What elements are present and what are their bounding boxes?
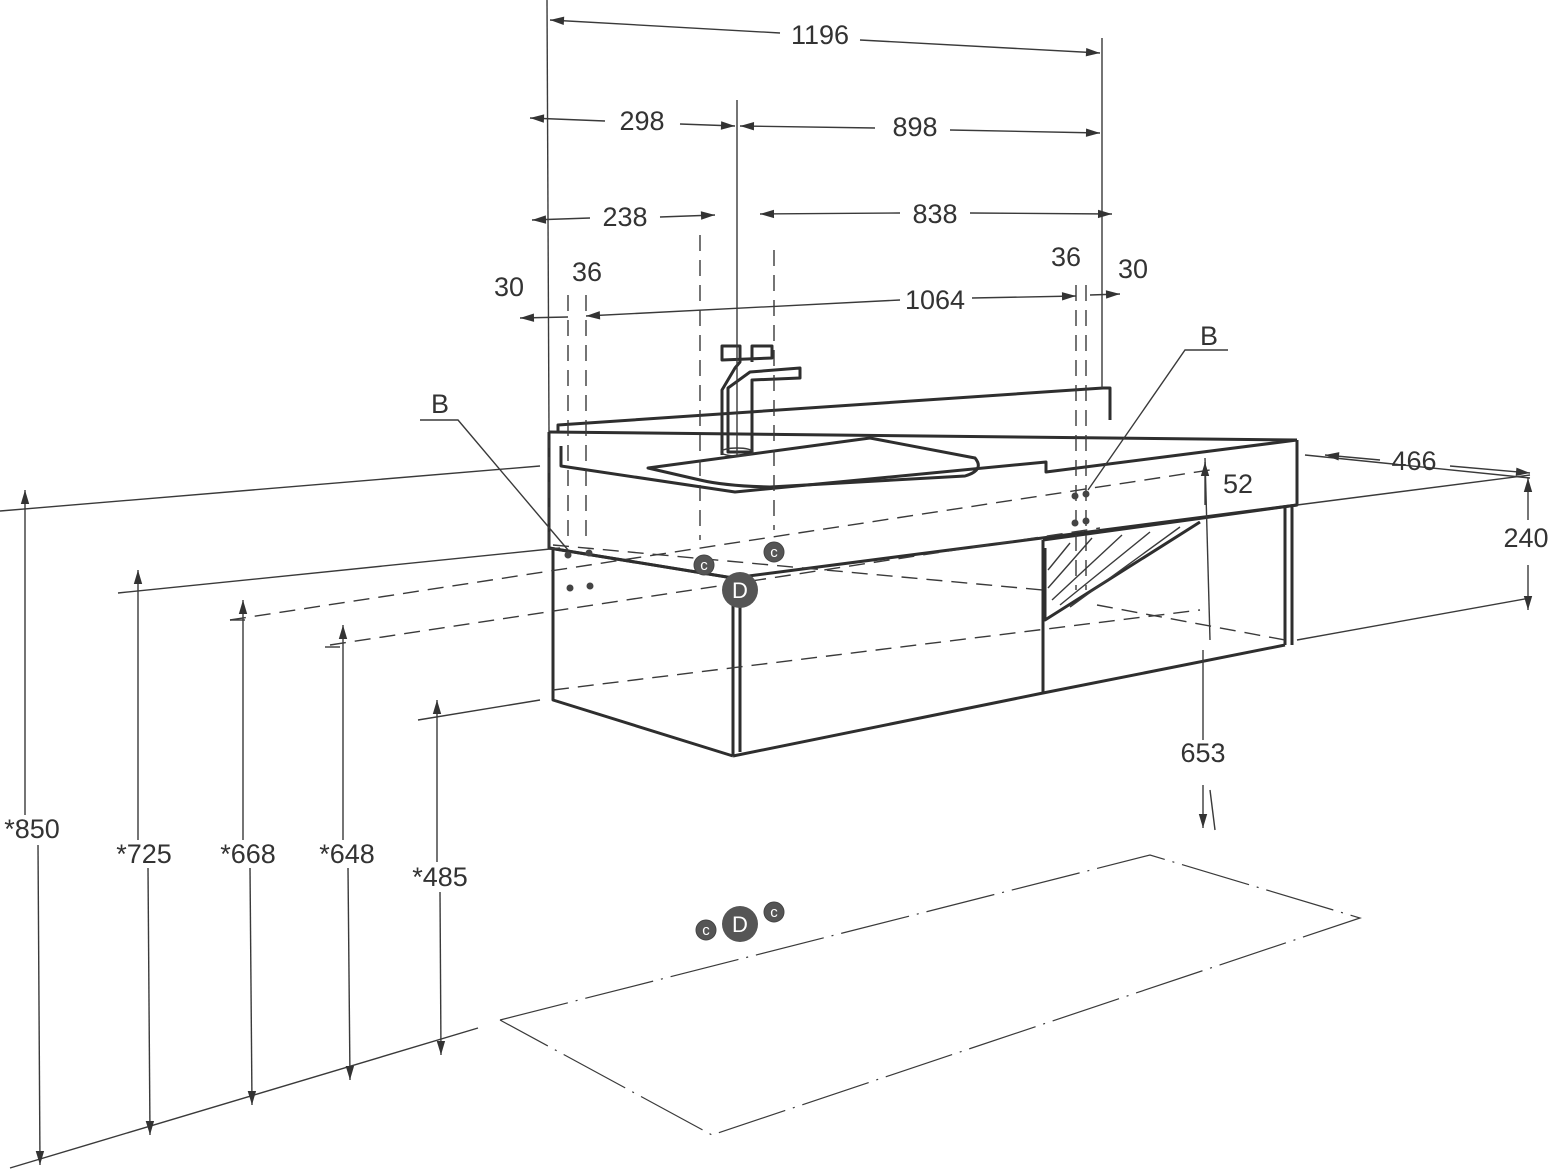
dimension-labels: 1196 298 898 238 838 30 36 1064 36 30 46… <box>4 20 1548 892</box>
vanity-cabinet <box>547 386 1299 758</box>
svg-text:c: c <box>770 544 778 561</box>
svg-text:D: D <box>732 578 748 603</box>
svg-text:c: c <box>702 922 710 939</box>
hole-dot <box>585 549 593 557</box>
dim-right-30: 30 <box>1118 254 1148 284</box>
leader-lines <box>420 349 1228 551</box>
dim-right-36: 36 <box>1051 242 1081 272</box>
hole-dot <box>1082 490 1090 498</box>
hole-dot <box>586 582 594 590</box>
dim-left-36: 36 <box>572 257 602 287</box>
connection-marker-c: c <box>693 554 715 576</box>
dim-top-offset: 52 <box>1223 469 1253 499</box>
mounting-holes <box>564 490 1090 592</box>
dim-cabinet-height: 240 <box>1503 523 1548 553</box>
hole-dot <box>566 584 574 592</box>
dim-height-725: *725 <box>116 839 172 869</box>
dim-floor-to-bottom: 653 <box>1180 738 1225 768</box>
faucet <box>720 344 802 457</box>
hole-dot <box>564 551 572 559</box>
drain-marker-d: D <box>722 572 758 608</box>
dim-inner-width: 1064 <box>905 285 965 315</box>
svg-text:c: c <box>770 904 778 921</box>
floor-outline <box>499 854 1362 1136</box>
svg-text:c: c <box>700 557 708 574</box>
hole-dot <box>1082 517 1090 525</box>
hidden-lines <box>229 235 1286 691</box>
dimension-lines <box>20 16 1533 1166</box>
dim-height-668: *668 <box>220 839 276 869</box>
hole-dot <box>1071 492 1079 500</box>
hole-dot <box>1071 519 1079 527</box>
dim-height-648: *648 <box>319 839 375 869</box>
dim-overall-width: 1196 <box>791 20 849 50</box>
dim-bowl-left: 238 <box>602 202 647 232</box>
dim-left-30: 30 <box>494 272 524 302</box>
drain-marker-d: D <box>722 906 758 942</box>
dim-depth: 466 <box>1391 446 1436 476</box>
connection-marker-c: c <box>763 541 785 563</box>
svg-text:D: D <box>732 912 748 937</box>
dim-bowl-right: 838 <box>912 199 957 229</box>
bracket-label-right: B <box>1200 321 1218 351</box>
connection-marker-c: c <box>763 901 785 923</box>
bracket-label-left: B <box>431 389 449 419</box>
connection-marker-c: c <box>695 919 717 941</box>
dim-tap-right: 898 <box>892 112 937 142</box>
dim-tap-left: 298 <box>619 106 664 136</box>
dim-height-850: *850 <box>4 814 60 844</box>
dim-height-485: *485 <box>412 862 468 892</box>
